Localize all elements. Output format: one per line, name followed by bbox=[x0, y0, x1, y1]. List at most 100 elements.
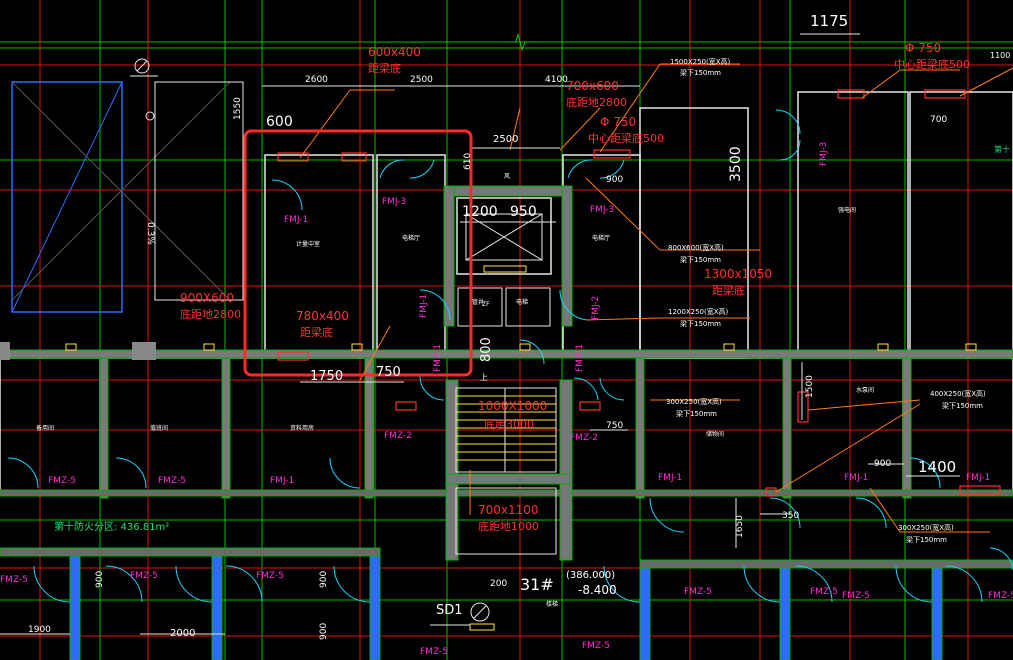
dim-1175: 1175 bbox=[810, 12, 848, 30]
note-900x600: 900X600 bbox=[180, 291, 234, 305]
room-office1: 值班间 bbox=[150, 424, 168, 432]
note-780x400-sub: 距梁底 bbox=[300, 325, 333, 339]
fire-zone-area: 第十防火分区: 436.81m² bbox=[54, 520, 169, 533]
dim-2500a: 2500 bbox=[410, 75, 433, 85]
note-800x600-sub: 梁下150mm bbox=[680, 255, 721, 264]
label-fmz1a: FMZ-1 bbox=[433, 344, 443, 372]
label-fmz2a: FMZ-2 bbox=[384, 431, 412, 441]
label-fmj1c: FMJ-1 bbox=[270, 476, 294, 486]
zf-label: ZF bbox=[482, 301, 490, 308]
note-900x600-sub: 底距地2800 bbox=[180, 307, 241, 321]
label-fmj2: FMJ-2 bbox=[591, 296, 601, 320]
label-fmz5i: FMZ-5 bbox=[988, 591, 1013, 601]
door-swings bbox=[7, 109, 1013, 603]
dim-1500: 1500 bbox=[805, 375, 815, 398]
dim-1650: 1650 bbox=[735, 515, 745, 538]
note-700x1100-sub: 底距地1000 bbox=[478, 519, 539, 533]
left-equipment-block bbox=[11, 58, 244, 313]
dim-2000: 2000 bbox=[170, 628, 195, 639]
note-300x250a: 300X250(宽X高) bbox=[666, 397, 722, 406]
note-1500x250: 1500X250(宽X高) bbox=[670, 57, 730, 66]
label-fmz5k: FMZ-5 bbox=[582, 641, 610, 651]
dim-900a: 900 bbox=[606, 175, 623, 185]
note-400x250: 400X250(宽X高) bbox=[930, 389, 986, 398]
note-300x250b: 300X250(宽X高) bbox=[898, 523, 954, 532]
dim-900b: 900 bbox=[874, 459, 891, 469]
label-fmz5g: FMZ-5 bbox=[810, 587, 838, 597]
dim-750b: 750 bbox=[606, 421, 623, 431]
room-control: 计量中室 bbox=[296, 240, 320, 248]
dim-900c: 900 bbox=[95, 571, 105, 588]
label-fmz5a: FMZ-5 bbox=[48, 476, 76, 486]
label-fmj1a: FMJ-1 bbox=[284, 215, 308, 225]
dimension-lines bbox=[0, 33, 960, 635]
axis-31-label: 31# bbox=[520, 575, 554, 594]
dim-3500: 3500 bbox=[728, 146, 744, 182]
dim-750a: 750 bbox=[376, 365, 401, 380]
green-squiggle bbox=[510, 33, 540, 52]
fire-valve-symbol bbox=[430, 602, 495, 631]
dim-1400: 1400 bbox=[918, 458, 956, 476]
label-fmz5f: FMZ-5 bbox=[684, 587, 712, 597]
label-fmz5b: FMZ-5 bbox=[158, 476, 186, 486]
note-1300x1050: 1300x1050 bbox=[704, 267, 772, 281]
room-pump: 水泵间 bbox=[856, 386, 874, 394]
green-right-label: 第十 bbox=[994, 144, 1010, 154]
sd1-label: SD1 bbox=[436, 603, 463, 618]
leaders bbox=[299, 63, 1013, 533]
label-fmj1b: FMJ-1 bbox=[419, 294, 429, 318]
label-fmz5j: FMZ-5 bbox=[420, 647, 448, 657]
misc-texts: 第十防火分区: 436.81m² 31# (386.000) -8.400 SD… bbox=[54, 144, 1010, 618]
room-storage: 储物间 bbox=[706, 430, 724, 438]
dim-1750: 1750 bbox=[310, 369, 343, 384]
note-700x600: 700x600 bbox=[566, 79, 619, 93]
label-fmz5d: FMZ-5 bbox=[130, 571, 158, 581]
note-phi750a-sub: 中心距梁底500 bbox=[588, 131, 664, 145]
note-400x250-sub: 梁下150mm bbox=[942, 401, 983, 410]
note-700x600-sub: 底距地2800 bbox=[566, 95, 627, 109]
note-1000x1000-sub: 底距3000 bbox=[484, 417, 534, 431]
label-fmj3a: FMJ-3 bbox=[382, 197, 406, 207]
dim-1200: 1200 bbox=[462, 204, 498, 220]
label-fmz5c: FMZ-5 bbox=[0, 575, 28, 585]
label-fmz2b: FMZ-2 bbox=[570, 433, 598, 443]
dim-600: 600 bbox=[266, 114, 293, 130]
annotation-texts: 600x400 距梁底 700x600 底距地2800 Φ 750 中心距梁底5… bbox=[180, 41, 986, 544]
note-300x250a-sub: 梁下150mm bbox=[676, 409, 717, 418]
note-1200x250-sub: 梁下150mm bbox=[680, 319, 721, 328]
dim-1100: 1100 bbox=[990, 51, 1010, 60]
dimension-texts: 1175 2600 2500 4100 600 2500 1200 950 90… bbox=[28, 12, 1010, 640]
note-1300x1050-sub: 距梁底 bbox=[712, 283, 745, 297]
room-tube: 管井 bbox=[472, 298, 484, 306]
note-1500x250-sub: 梁下150mm bbox=[680, 68, 721, 77]
room-strong: 强电间 bbox=[838, 206, 856, 214]
stair bbox=[455, 387, 557, 555]
selection-rectangle[interactable] bbox=[243, 129, 473, 377]
label-fmz5h: FMZ-5 bbox=[842, 591, 870, 601]
room-elec1: 电梯厅 bbox=[402, 234, 420, 242]
note-300x250b-sub: 梁下150mm bbox=[906, 535, 947, 544]
dim-1900: 1900 bbox=[28, 625, 51, 635]
room-office3: 备用间 bbox=[36, 424, 54, 432]
room-elec2: 电梯厅 bbox=[592, 234, 610, 242]
label-fmj3c: FMJ-3 bbox=[819, 142, 829, 166]
dim-4100: 4100 bbox=[545, 75, 568, 85]
elevation-mark: (386.000) bbox=[566, 570, 615, 581]
dim-900d: 900 bbox=[319, 571, 329, 588]
dim-900e: 900 bbox=[319, 623, 329, 640]
room-stair-note: 楼梯 bbox=[546, 600, 558, 608]
label-fmz5e: FMZ-5 bbox=[256, 571, 284, 581]
dim-610: 610 bbox=[463, 153, 473, 170]
door-labels: FMJ-1 FMJ-3 FMJ-3 FMJ-3 FMJ-1 FMJ-2 FMZ-… bbox=[0, 142, 1013, 657]
dim-1550: 1550 bbox=[233, 97, 243, 120]
note-1000x1000: 1000X1000 bbox=[478, 399, 547, 413]
note-700x1100: 700x1100 bbox=[478, 503, 539, 517]
dim-950: 950 bbox=[510, 204, 537, 220]
note-600x400: 600x400 bbox=[368, 45, 421, 59]
dim-350: 350 bbox=[782, 511, 799, 521]
room-names: 计量中室 电梯厅 电梯厅 风 管井 电梯 强电间 值班间 资料用房 备用间 储物… bbox=[36, 173, 874, 608]
label-fmj1e: FMJ-1 bbox=[844, 473, 868, 483]
label-fmj1d: FMJ-1 bbox=[658, 473, 682, 483]
